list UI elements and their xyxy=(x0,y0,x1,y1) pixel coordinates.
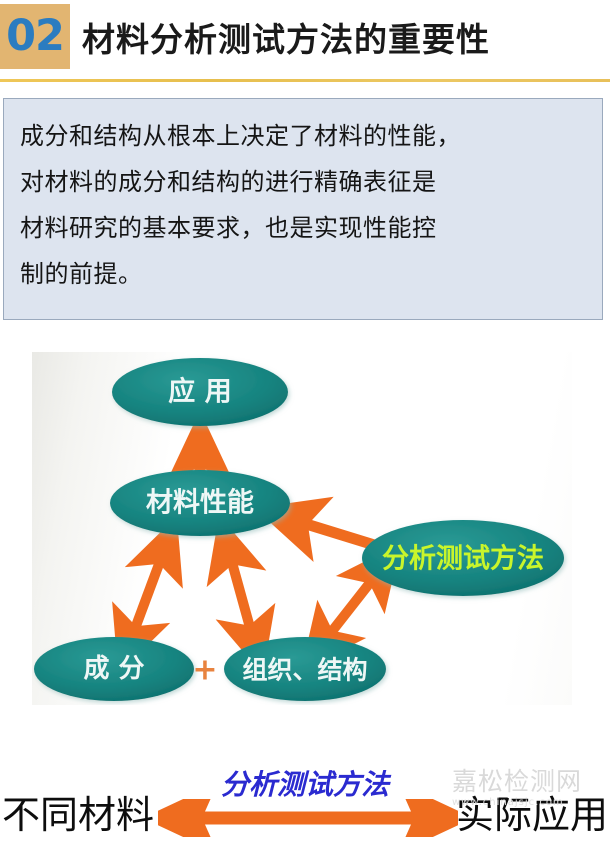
composition-label: 成 分 xyxy=(83,654,144,684)
page-header: 02 材料分析测试方法的重要性 xyxy=(0,0,610,82)
diagram-node-application[interactable]: 应 用 xyxy=(112,358,288,426)
bidirectional-arrow xyxy=(158,799,458,837)
header-divider-rule xyxy=(0,79,610,82)
application-label: 应 用 xyxy=(168,376,231,408)
section-number-badge: 02 xyxy=(0,4,70,69)
diagram-canvas: 应 用 材料性能 成 分 + 组织、结构 分析测试方法 xyxy=(34,358,564,701)
arrow-structure-properties xyxy=(206,515,276,675)
structure-label: 组织、结构 xyxy=(242,656,367,685)
intro-paragraph: 成分和结构从根本上决定了材料的性能， 对材料的成分和结构的进行精确表征是 材料研… xyxy=(20,122,461,288)
diagram-node-composition[interactable]: 成 分 xyxy=(34,637,194,701)
arrow-methods-structure xyxy=(301,543,401,671)
properties-label: 材料性能 xyxy=(146,487,254,519)
bottom-left-label: 不同材料 xyxy=(2,793,155,837)
application-ellipse[interactable] xyxy=(112,358,288,426)
structure-ellipse[interactable] xyxy=(224,637,386,701)
properties-ellipse[interactable] xyxy=(110,470,290,536)
section-number-text: 02 xyxy=(6,11,65,61)
plus-sign: + xyxy=(192,653,217,688)
bottom-right-label: 实际应用 xyxy=(455,793,608,837)
arrow-composition-properties xyxy=(112,516,183,674)
composition-ellipse[interactable] xyxy=(34,637,194,701)
bottom-flow-row: 不同材料 分析测试方法 实际应用 xyxy=(0,755,610,841)
relationship-diagram: 应 用 材料性能 成 分 + 组织、结构 分析测试方法 xyxy=(32,352,572,705)
diagram-node-properties[interactable]: 材料性能 xyxy=(110,470,290,536)
page-title: 材料分析测试方法的重要性 xyxy=(82,20,490,59)
arrow-methods-to-properties xyxy=(254,496,386,562)
methods-ellipse[interactable] xyxy=(362,520,564,596)
diagram-node-methods[interactable]: 分析测试方法 xyxy=(362,520,564,596)
bottom-arrow-caption: 分析测试方法 xyxy=(220,768,389,801)
intro-text-box: 成分和结构从根本上决定了材料的性能， 对材料的成分和结构的进行精确表征是 材料研… xyxy=(3,98,603,320)
methods-label: 分析测试方法 xyxy=(382,543,544,575)
diagram-node-structure[interactable]: 组织、结构 xyxy=(224,637,386,701)
